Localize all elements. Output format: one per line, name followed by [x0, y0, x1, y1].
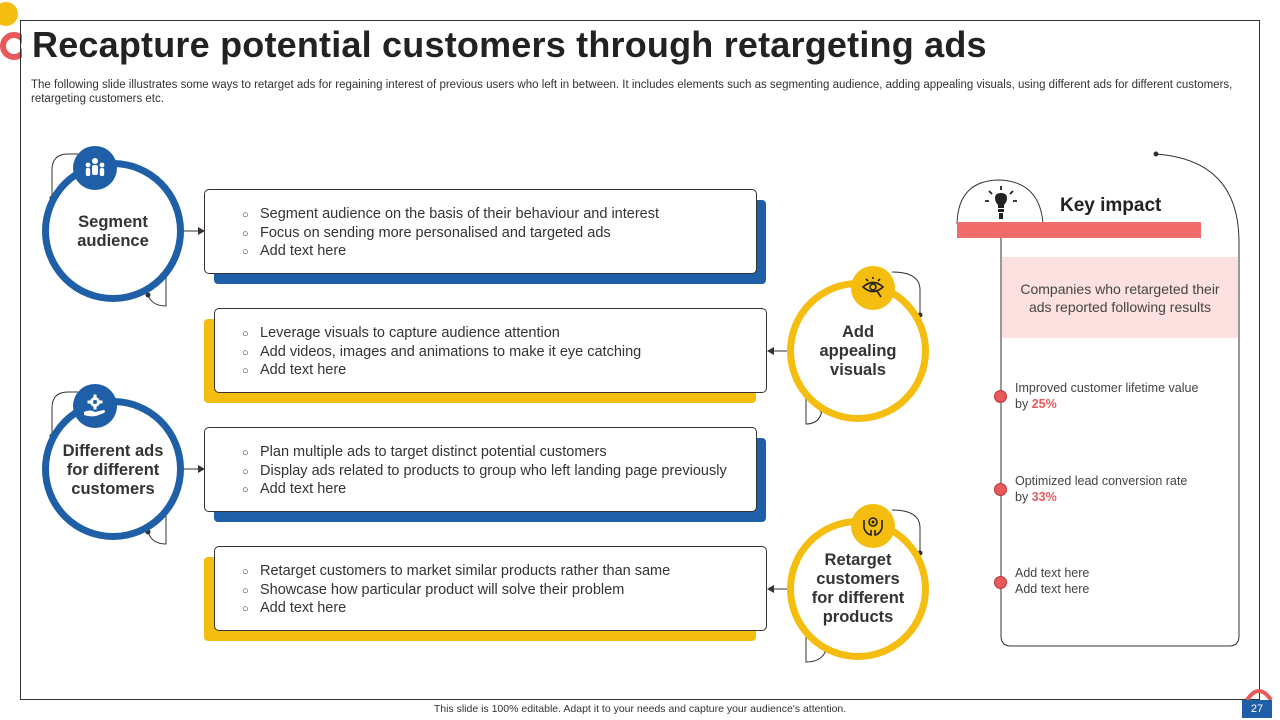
result-item: Improved customer lifetime value by 25% — [1015, 380, 1230, 412]
bullet-item: ○Add text here — [242, 600, 347, 616]
key-impact-intro: Companies who retargeted their ads repor… — [1020, 280, 1220, 315]
key-impact-intro-box: Companies who retargeted their ads repor… — [1002, 257, 1238, 338]
page-number: 27 — [1242, 700, 1272, 718]
result-marker — [994, 390, 1007, 403]
result-item: Optimized lead conversion rate by 33% — [1015, 473, 1230, 505]
result-text: Optimized lead conversion rate — [1015, 474, 1188, 488]
result-marker — [994, 576, 1007, 589]
lightbulb-icon — [985, 186, 1017, 219]
eye-search-icon — [861, 277, 885, 298]
gear-hand-icon — [84, 394, 105, 417]
result-marker — [994, 483, 1007, 496]
result-value-line: by 25% — [1015, 397, 1057, 411]
result-text: Add text here — [1015, 566, 1090, 580]
bullet-item: ○Display ads related to products to grou… — [242, 462, 727, 479]
key-impact-bar — [957, 222, 1201, 238]
key-impact-title: Key impact — [1060, 195, 1162, 216]
bullet-item: ○Segment audience on the basis of their … — [242, 206, 660, 222]
bullet-item: ○Add text here — [242, 481, 347, 497]
hands-target-icon — [863, 517, 883, 536]
result-value: 25% — [1031, 397, 1057, 411]
bullet-item: ○Add text here — [242, 243, 347, 259]
card-segment-audience: ○Segment audience on the basis of their … — [204, 189, 757, 274]
bullet-item: ○Leverage visuals to capture audience at… — [242, 325, 560, 341]
bullet-item: ○Plan multiple ads to target distinct po… — [242, 444, 607, 460]
result-text: Add text here — [1015, 582, 1090, 596]
bullet-item: ○Add videos, images and animations to ma… — [242, 343, 642, 360]
card-different-ads: ○Plan multiple ads to target distinct po… — [204, 427, 757, 512]
corner-decoration — [1244, 684, 1274, 702]
result-text: Improved customer lifetime value — [1015, 381, 1199, 395]
result-item: Add text here Add text here — [1015, 565, 1230, 597]
label-segment-audience: Segment audience — [77, 213, 149, 250]
slide-frame — [20, 20, 1260, 700]
badge-appealing-visuals — [851, 266, 895, 310]
bullet-item: ○Showcase how particular product will so… — [242, 581, 625, 598]
result-value: 33% — [1031, 490, 1057, 504]
label-different-ads: Different ads for different customers — [62, 441, 164, 498]
slide-subtitle: The following slide illustrates some way… — [31, 79, 1233, 105]
footer-note: This slide is 100% editable. Adapt it to… — [433, 703, 847, 715]
bullet-item: ○Focus on sending more personalised and … — [242, 224, 611, 241]
slide-title: Recapture potential customers through re… — [32, 24, 987, 65]
label-appealing-visuals: Add appealing visuals — [819, 322, 897, 379]
badge-segment-audience — [73, 146, 117, 190]
result-value-line: by 33% — [1015, 490, 1057, 504]
key-impact-icon-wrap — [981, 184, 1021, 222]
bullet-item: ○Retarget customers to market similar pr… — [242, 563, 671, 579]
people-group-icon — [85, 158, 105, 176]
label-retarget-products: Retarget customers for different product… — [811, 551, 905, 626]
bullet-item: ○Add text here — [242, 362, 347, 378]
badge-retarget-products — [851, 504, 895, 548]
ring-retarget-products — [787, 518, 929, 660]
card-appealing-visuals: ○Leverage visuals to capture audience at… — [214, 308, 767, 393]
badge-different-ads — [73, 384, 117, 428]
card-retarget-products: ○Retarget customers to market similar pr… — [214, 546, 767, 631]
